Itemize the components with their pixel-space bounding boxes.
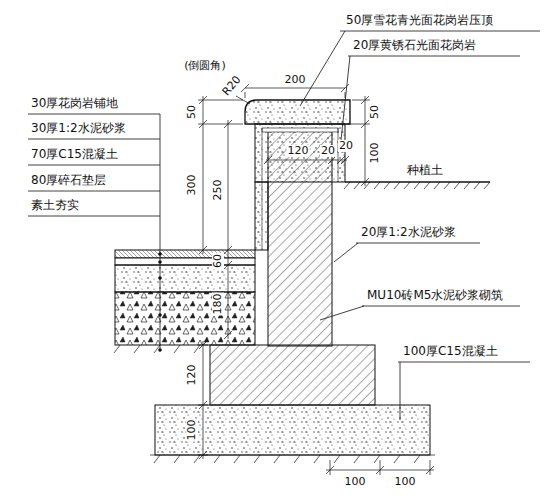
material-note: 30厚1:2水泥砂浆 (30, 122, 127, 135)
dimension-label: 60 (212, 253, 224, 269)
dimension-label: (倒圆角) (183, 60, 227, 72)
dimension-label: 100 (394, 476, 417, 488)
dimension-label: 200 (284, 74, 307, 86)
material-note: 30厚花岗岩铺地 (30, 97, 119, 110)
material-note: 70厚C15混凝土 (30, 148, 119, 161)
material-note: 100厚C15混凝土 (402, 345, 499, 358)
dimension-label: 100 (344, 476, 367, 488)
dimension-label: 50 (186, 104, 198, 120)
dimension-label: 50 (369, 104, 381, 120)
dimension-label: 20 (338, 140, 354, 152)
dimension-label: 20 (320, 145, 336, 157)
material-note: 80厚碎石垫层 (30, 174, 107, 187)
dimension-label: 300 (186, 174, 198, 197)
dimension-label: 120 (287, 145, 310, 157)
material-note: 素土夯实 (30, 199, 80, 212)
material-note: 20厚1:2水泥砂浆 (360, 226, 457, 239)
material-note: 50厚雪花青光面花岗岩压顶 (345, 14, 494, 27)
dimension-label: 100 (186, 419, 198, 442)
dimension-label: 100 (369, 142, 381, 165)
material-note: 20厚黄锈石光面花岗岩 (352, 39, 477, 52)
material-note: 种植土 (406, 164, 444, 177)
material-note: MU10砖M5水泥砂浆砌筑 (366, 289, 504, 302)
dimension-label: 180 (212, 293, 224, 316)
dimension-label: R20 (220, 73, 244, 99)
dimension-label: 120 (186, 364, 198, 387)
dimension-label: 250 (212, 179, 224, 202)
